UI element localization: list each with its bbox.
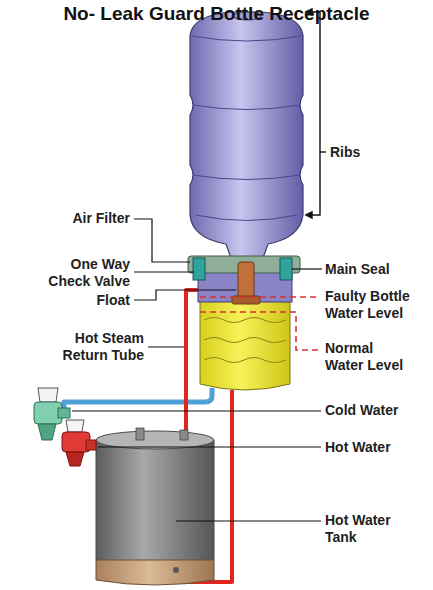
hot-water-faucet-part <box>66 420 84 432</box>
water-bottle-part <box>196 215 297 221</box>
hot-water-faucet <box>62 420 96 466</box>
part-label: Ribs <box>330 144 360 161</box>
hot-water-tank-part <box>96 440 214 560</box>
ribs-bracket-part <box>306 212 312 218</box>
water-bottle-part <box>190 12 303 258</box>
hot-water-faucet-part <box>66 452 84 466</box>
part-label: Normal Water Level <box>325 340 409 374</box>
water-bottle-part <box>193 105 300 110</box>
cold-water-faucet-part <box>38 424 56 440</box>
part-label: Hot Water <box>325 439 391 456</box>
water-level-lines-part <box>200 296 320 298</box>
leader-lines-part <box>176 520 321 521</box>
leader-lines-part <box>134 290 236 300</box>
leader-lines-part <box>98 446 321 447</box>
bottle-receptacle-part <box>200 300 290 390</box>
hot-water-tank-part <box>180 430 188 440</box>
hot-water-tank-part <box>136 428 144 440</box>
hot-water-tank-part <box>173 567 179 573</box>
bottle-receptacle <box>188 256 300 390</box>
hot-water-tank-part <box>96 431 214 449</box>
part-label: Hot Steam Return Tube <box>52 330 144 364</box>
cold-water-faucet-part <box>58 408 70 418</box>
water-bottle-part <box>192 36 301 41</box>
leader-lines-part <box>292 268 322 269</box>
water-tubes-part <box>186 290 198 438</box>
bottle-receptacle-part <box>280 258 292 280</box>
hot-water-tank-part <box>96 560 214 585</box>
water-bottle-part <box>193 175 300 180</box>
part-label: Air Filter <box>40 210 130 227</box>
leader-lines-part <box>134 219 190 262</box>
part-label: Hot Water Tank <box>325 512 405 546</box>
water-level-lines <box>200 297 320 350</box>
hot-water-faucet-part <box>86 440 96 450</box>
part-label: Float <box>40 292 130 309</box>
part-label: Cold Water <box>325 402 398 419</box>
ribs-bracket <box>306 9 326 218</box>
bottle-receptacle-part <box>204 338 286 343</box>
water-bottle <box>190 12 303 258</box>
leader-lines-part <box>148 346 184 347</box>
ribs-bracket-part <box>308 12 320 215</box>
ribs-bracket-part <box>320 151 326 152</box>
hot-water-tank-part <box>96 440 214 560</box>
part-label: One Way Check Valve <box>40 256 130 290</box>
bottle-receptacle-part <box>204 358 286 363</box>
bottle-receptacle-part <box>193 258 205 280</box>
water-tubes-part <box>64 388 212 412</box>
hot-water-tank <box>96 428 214 585</box>
bottle-receptacle-part <box>204 318 286 323</box>
diagram-title: No- Leak Guard Bottle Receptacle <box>0 3 433 25</box>
cold-water-faucet-part <box>38 388 58 402</box>
part-label: Faulty Bottle Water Level <box>325 288 429 322</box>
leader-lines-part <box>134 271 194 272</box>
leader-lines-part <box>72 410 321 411</box>
water-level-lines-part <box>200 312 320 350</box>
part-label: Main Seal <box>325 261 390 278</box>
